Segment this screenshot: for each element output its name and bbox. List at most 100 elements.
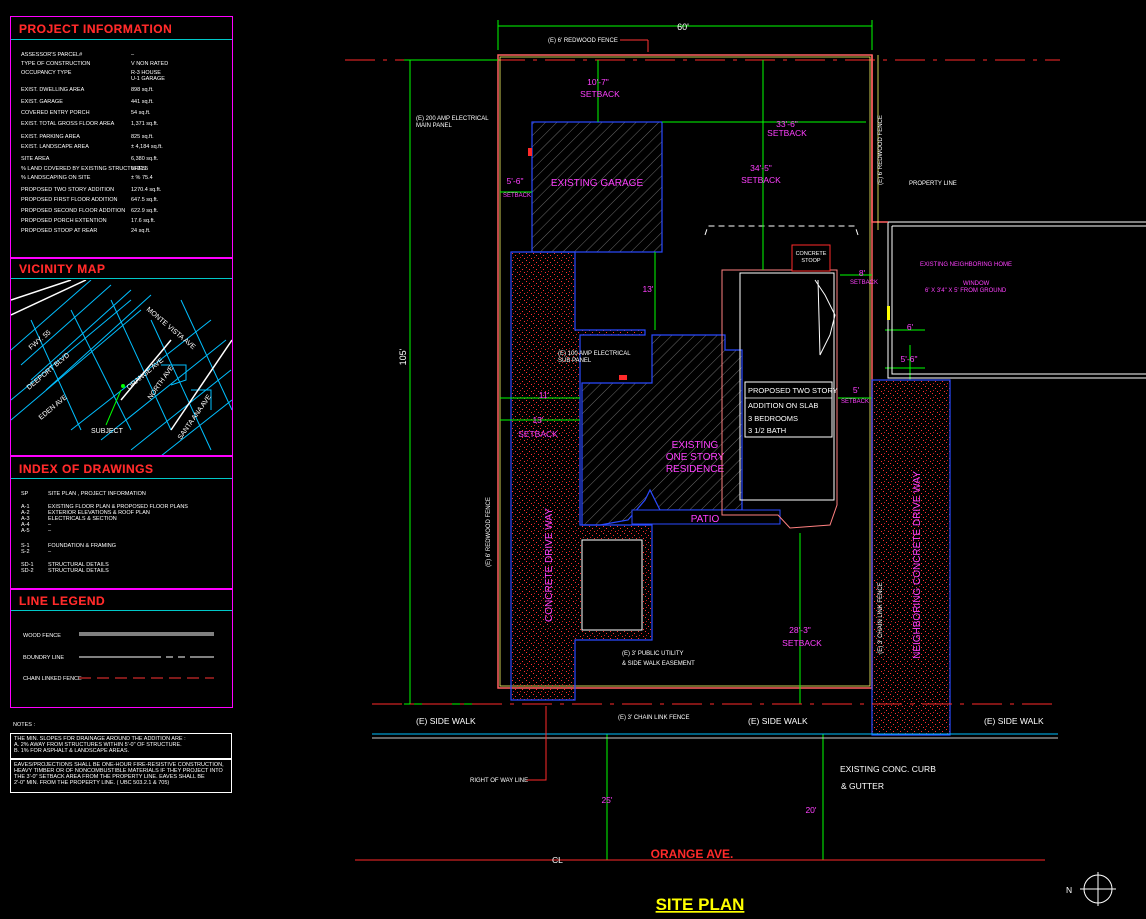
curb-label: EXISTING CONC. CURB (840, 764, 936, 774)
project-info-value: R-3 HOUSE U-1 GARAGE (131, 70, 165, 82)
index-desc: EXISTING FLOOR PLAN & PROPOSED FLOOR PLA… (48, 504, 188, 534)
index-code: S-1 S-2 (21, 543, 30, 555)
project-info-value: ± 4,184 sq.ft. (131, 144, 163, 150)
index-of-drawings-panel: INDEX OF DRAWINGS SP SITE PLAN , PROJECT … (10, 455, 233, 590)
centerline-label: CL (552, 855, 563, 865)
existing-residence (581, 334, 743, 526)
side-walk-label-1: (E) SIDE WALK (416, 716, 476, 726)
redwood-fence-right-label: (E) 6' REDWOOD FENCE (878, 115, 884, 185)
project-info-label: PROPOSED TWO STORY ADDITION (21, 187, 115, 193)
existing-garage (531, 121, 663, 253)
project-info-value: ± % 75.4 (131, 175, 153, 181)
depth-dimension (404, 59, 498, 705)
index-code: SP (21, 491, 29, 497)
side-walk-label-2: (E) SIDE WALK (748, 716, 808, 726)
divider (11, 478, 232, 479)
dim-11: 11' (539, 390, 550, 400)
project-information-title: PROJECT INFORMATION (19, 22, 173, 36)
setback-rear: SETBACK (580, 89, 620, 99)
notes-box-2: EAVES/PROJECTIONS SHALL BE ONE-HOUR FIRE… (10, 759, 232, 793)
project-info-label: % LANDSCAPING ON SITE (21, 175, 91, 181)
setback-34: SETBACK (741, 175, 781, 185)
proposed-line: ADDITION ON SLAB (748, 401, 818, 410)
legend-swatches (79, 632, 214, 679)
chain-fence-front-label: (E) 3' CHAIN LINK FENCE (618, 715, 690, 721)
setback-33: SETBACK (767, 128, 807, 138)
street-label: ORANGE AVE. (651, 847, 734, 861)
site-plan-title: SITE PLAN (656, 895, 745, 914)
redwood-fence-left-label: (E) 6' REDWOOD FENCE (486, 497, 492, 567)
legend-label: BOUNDRY LINE (23, 655, 65, 661)
public-utility-label: (E) 3' PUBLIC UTILITY& SIDE WALK EASEMEN… (622, 651, 695, 667)
project-info-label: % LAND COVERED BY EXISTING STRUCTURES (21, 166, 146, 172)
side-walk-label-3: (E) SIDE WALK (984, 716, 1044, 726)
project-info-value: 622.9 sq.ft. (131, 208, 159, 214)
subject-label: SUBJECT (91, 428, 124, 435)
index-of-drawings-title: INDEX OF DRAWINGS (19, 462, 154, 476)
property-line-label: PROPERTY LINE (909, 181, 957, 187)
index-desc: SITE PLAN , PROJECT INFORMATION (48, 491, 146, 497)
vicinity-map: FWY. 55 DEEPORT BLVD MONTE VISTA AVE ORA… (11, 280, 232, 456)
existing-garage-label: EXISTING GARAGE (551, 178, 644, 189)
width-dim-label: 60' (677, 22, 689, 32)
dim-13-vert: 13' (642, 284, 653, 294)
divider (11, 39, 232, 40)
setback-34-dim: 34'-5" (750, 163, 772, 173)
divider (11, 278, 232, 279)
proposed-line: 3 BEDROOMS (748, 414, 798, 423)
project-info-label: COVERED ENTRY PORCH (21, 110, 90, 116)
project-info-value: 54 sq.ft. (131, 110, 151, 116)
notes-heading: NOTES : (13, 722, 36, 728)
notes-text-1: THE MIN. SLOPES FOR DRAINAGE AROUND THE … (14, 736, 186, 754)
setback-28-dim: 28'-3" (789, 625, 811, 635)
project-info-value: V NON RATED (131, 61, 169, 67)
redwood-fence-top-label: (E) 6' REDWOOD FENCE (548, 38, 618, 44)
project-info-value: 1270.4 sq.ft. (131, 187, 162, 193)
line-legend-title: LINE LEGEND (19, 594, 106, 608)
plan-labels: 10'-7" SETBACK 33'-6" SETBACK 34'-5" SET… (507, 77, 918, 815)
project-info-value: 6,380 sq.ft. (131, 156, 159, 162)
project-info-label: PROPOSED FIRST FLOOR ADDITION (21, 197, 118, 203)
setback-rear-dim: 10'-7" (587, 77, 609, 87)
project-info-label: EXIST. TOTAL GROSS FLOOR AREA (21, 121, 115, 127)
legend-label: WOOD FENCE (23, 633, 61, 639)
setback-side-dim: 5'-6" (507, 176, 524, 186)
project-info-label: SITE AREA (21, 156, 50, 162)
neighbor-drive-label: NEIGHBORING CONCRETE DRIVE WAY (912, 471, 923, 659)
vicinity-map-panel: VICINITY MAP FWY. 55 DEEPORT BLVD MONTE … (10, 257, 233, 457)
index-desc: STRUCTURAL DETAILS STRUCTURAL DETAILS (48, 562, 109, 574)
project-info-value: 825 sq.ft. (131, 134, 154, 140)
dim-13-horiz: 13' (532, 415, 543, 425)
project-info-label: EXIST. DWELLING AREA (21, 87, 85, 93)
setback-28: SETBACK (782, 638, 822, 648)
north-label: N (1066, 885, 1072, 895)
project-info-label: EXIST. LANDSCAPE AREA (21, 144, 89, 150)
right-of-way-label: RIGHT OF WAY LINE (470, 778, 528, 784)
project-info-value: – (131, 52, 135, 58)
setback-8: SETBACK (850, 280, 878, 286)
project-info-label: OCCUPANCY TYPE (21, 70, 72, 76)
concrete-drive-label: CONCRETE DRIVE WAY (544, 508, 555, 622)
index-desc: FOUNDATION & FRAMING – (48, 543, 117, 555)
notes-box-1: THE MIN. SLOPES FOR DRAINAGE AROUND THE … (10, 733, 232, 759)
legend-label: CHAIN LINKED FENCE (23, 676, 82, 682)
index-code: SD-1 SD-2 (21, 562, 34, 574)
proposed-addition-info (744, 381, 833, 438)
notes-section: NOTES : THE MIN. SLOPES FOR DRAINAGE ARO… (10, 718, 232, 793)
index-code: A-1 A-2 A-3 A-4 A-5 (21, 504, 30, 534)
project-info-label: EXIST. PARKING AREA (21, 134, 80, 140)
neighbor-home-label: EXISTING NEIGHBORING HOME (920, 262, 1012, 268)
project-info-value: 1,371 sq.ft. (131, 121, 159, 127)
dim-5-6: 5'-6" (901, 354, 918, 364)
setback-side: SETBACK (503, 193, 531, 199)
subject-arrow (105, 389, 122, 426)
patio-label: PATIO (691, 514, 720, 525)
neighboring-driveway (871, 379, 951, 736)
depth-dim-label: 105' (398, 348, 408, 365)
chain-fence-right-label: (E) 3' CHAIN LINK FENCE (878, 582, 884, 654)
project-info-label: PROPOSED SECOND FLOOR ADDITION (21, 208, 126, 214)
